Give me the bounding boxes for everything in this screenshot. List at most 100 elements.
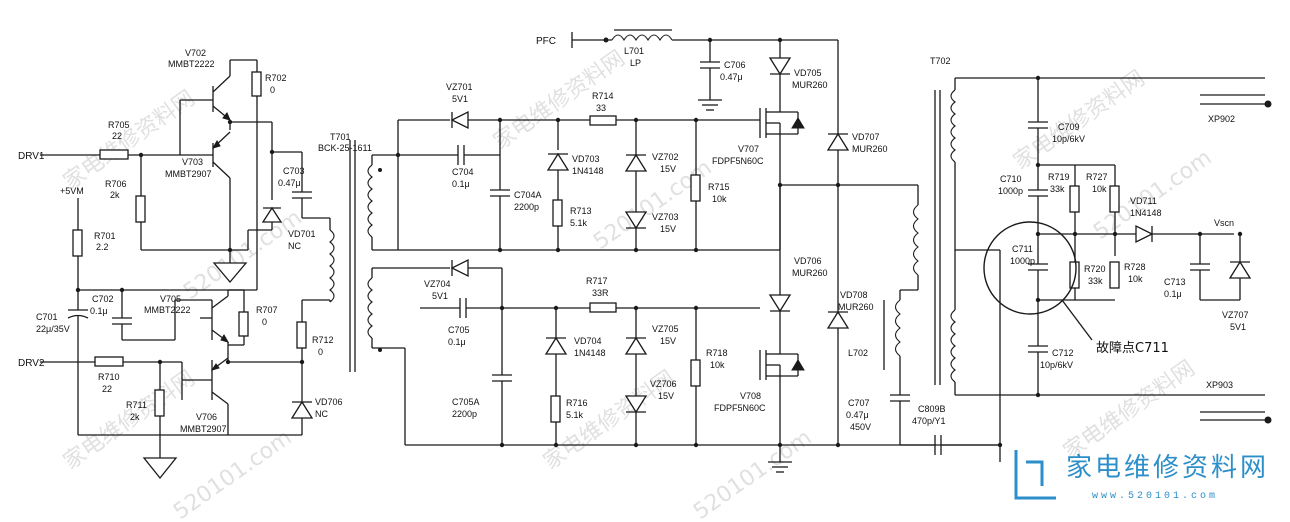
diode-vd703 [546,152,570,171]
diode-vd706-nc [290,400,314,419]
label-r702-val: 0 [270,85,275,95]
watermark-layer: 家电维修资料网 520101.com 家电维修资料网 520101.com 家电… [59,46,1216,522]
label-v703: V703 [182,157,203,167]
label-r714: R714 [592,91,614,101]
site-logo: 家电维修资料网 www.520101.com [1014,450,1269,502]
resistor-r705 [99,149,129,160]
label-r705-val: 22 [112,131,122,141]
label-vd711: VD711 [1130,196,1157,206]
zener-vz706 [624,395,648,414]
label-vz704: VZ704 [424,279,451,289]
label-r718: R718 [706,348,728,358]
label-c713: C713 [1164,277,1186,287]
zener-vz707 [1228,260,1252,279]
label-c711: C711 [1012,244,1033,254]
label-vd703: VD703 [572,154,600,164]
label-t701: T701 [330,132,351,142]
label-c705-val: 0.1μ [448,337,466,347]
resistor-r714 [589,115,617,126]
label-v708: V708 [740,391,761,401]
label-r710-val: 22 [102,384,112,394]
diode-vd707 [826,132,850,151]
label-r716-val: 5.1k [566,410,584,420]
logo-text: 家电维修资料网 [1066,453,1269,483]
label-c704: C704 [452,167,474,177]
logo-url: www.520101.com [1092,491,1218,502]
label-v706-part: MMBT2907 [180,424,227,434]
signal-5vm: +5VM [60,186,84,196]
label-v707: V707 [738,144,759,154]
label-vz707-val: 5V1 [1230,322,1246,332]
watermark-url: 520101.com [589,155,716,255]
zener-vz705 [624,336,648,355]
resistor-r715 [690,174,701,202]
label-r705: R705 [108,120,130,130]
label-t702: T702 [930,56,951,66]
label-c702-val: 0.1μ [90,306,108,316]
label-c712: C712 [1052,348,1074,358]
resistor-r707 [238,311,249,337]
label-r701: R701 [94,231,116,241]
diode-vd704 [544,336,568,355]
diode-vd705 [768,57,792,76]
label-r702: R702 [265,73,287,83]
label-c706-val: 0.47μ [720,72,743,82]
label-r707: R707 [256,305,278,315]
resistor-r701 [72,229,83,257]
label-vd708: VD708 [840,290,868,300]
hv-output [983,75,1272,424]
resistor-r718 [690,359,701,387]
label-c709-val: 10p/6kV [1052,134,1085,144]
upper-gate-driver [395,110,780,253]
ground-symbol [142,457,178,480]
resistor-r702 [251,71,262,97]
label-v705: V705 [160,294,181,304]
label-vz707: VZ707 [1222,310,1249,320]
label-c809b: C809B [918,404,946,414]
label-r717: R717 [586,276,608,286]
label-vz701-val: 5V1 [452,94,468,104]
label-vd708-val: MUR260 [838,302,874,312]
resistor-r716 [550,395,561,423]
lower-gate-driver [372,258,1000,448]
signal-drv2: DRV2 [18,358,45,369]
label-r706: R706 [105,179,127,189]
label-r727-val: 10k [1092,184,1107,194]
label-r719-val: 33k [1050,184,1065,194]
label-c706: C706 [724,60,746,70]
label-c713-val: 0.1μ [1164,289,1182,299]
label-vz706: VZ706 [650,379,677,389]
watermark-url: 520101.com [169,425,296,522]
label-r711-val: 2k [130,412,140,422]
label-vd704-val: 1N4148 [574,348,606,358]
label-r718-val: 10k [710,360,725,370]
resistor-r719 [1069,185,1080,213]
label-vd706a-val: NC [315,409,328,419]
resistor-r712 [296,321,307,349]
label-vd703-val: 1N4148 [572,166,604,176]
inductor-l701 [611,34,673,42]
label-t701-part: BCK-25-1611 [318,143,372,153]
watermark-text: 家电维修资料网 [1059,356,1200,465]
transformer-t702 [934,77,1200,445]
label-v703-part: MMBT2907 [165,169,212,179]
logo-mark-icon [1014,450,1056,500]
label-r720-val: 33k [1088,276,1103,286]
label-vz701: VZ701 [446,82,473,92]
zener-vz704 [450,258,469,278]
resistor-r710 [94,356,124,367]
label-vd706a: VD706 [315,397,343,407]
label-c712-val: 10p/6kV [1040,360,1073,370]
signal-pfc: PFC [536,36,556,47]
label-vd704: VD704 [574,336,602,346]
label-r720: R720 [1084,264,1106,274]
label-r710: R710 [98,372,120,382]
label-c705: C705 [448,325,470,335]
label-c702: C702 [92,294,114,304]
resistor-r720 [1069,261,1080,289]
label-xp902: XP902 [1208,114,1235,124]
watermark-url: 520101.com [689,425,816,522]
label-vz703-val: 15V [660,224,676,234]
label-r715: R715 [708,182,730,192]
label-c707-val: 0.47μ [846,410,869,420]
